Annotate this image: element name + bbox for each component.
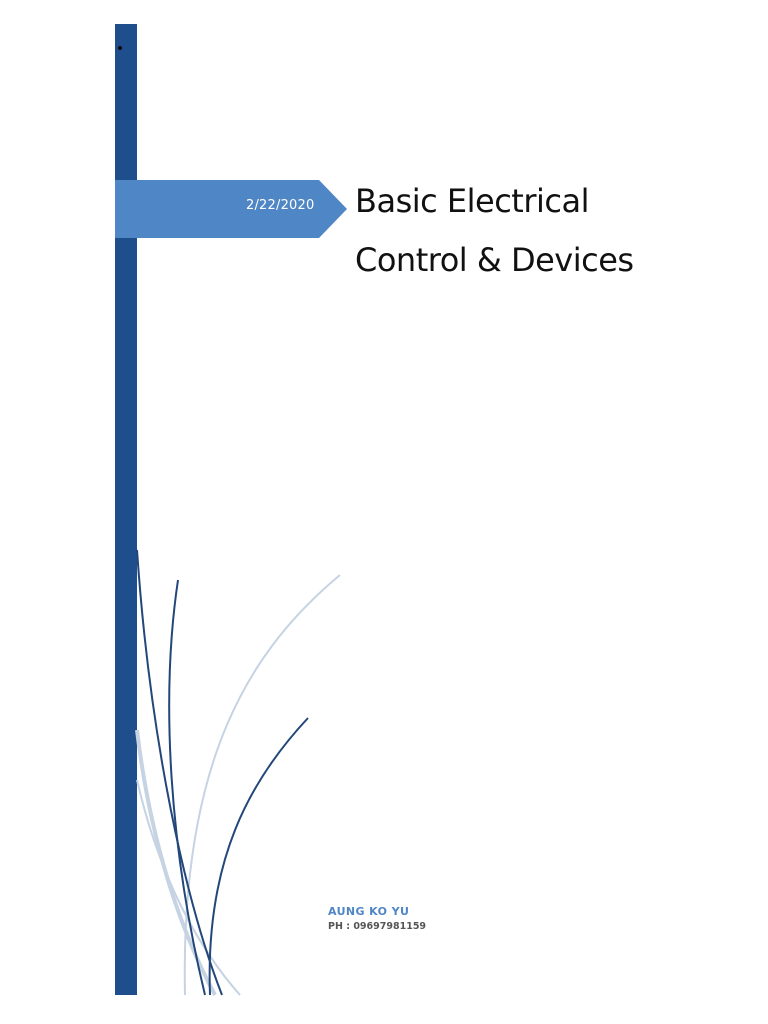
bullet-dot [118, 46, 122, 50]
author-phone: PH : 09697981159 [328, 921, 427, 932]
title-line-1: Basic Electrical [355, 182, 589, 220]
swoosh-light-1 [183, 574, 341, 996]
swoosh-light-3 [136, 779, 241, 996]
swoosh-dark-1 [136, 549, 223, 996]
cover-date: 2/22/2020 [246, 198, 315, 213]
author-block: AUNG KO YU PH : 09697981159 [328, 904, 426, 934]
swoosh-dark-2 [168, 579, 206, 996]
swoosh-light-2 [135, 729, 217, 996]
title-line-2: Control & Devices [355, 241, 634, 279]
document-title: Basic Electrical Control & Devices [355, 172, 735, 290]
date-ribbon [115, 180, 347, 238]
swoosh-dark-3 [208, 717, 309, 996]
author-name: AUNG KO YU [328, 905, 410, 918]
vertical-accent-bar [115, 24, 137, 995]
